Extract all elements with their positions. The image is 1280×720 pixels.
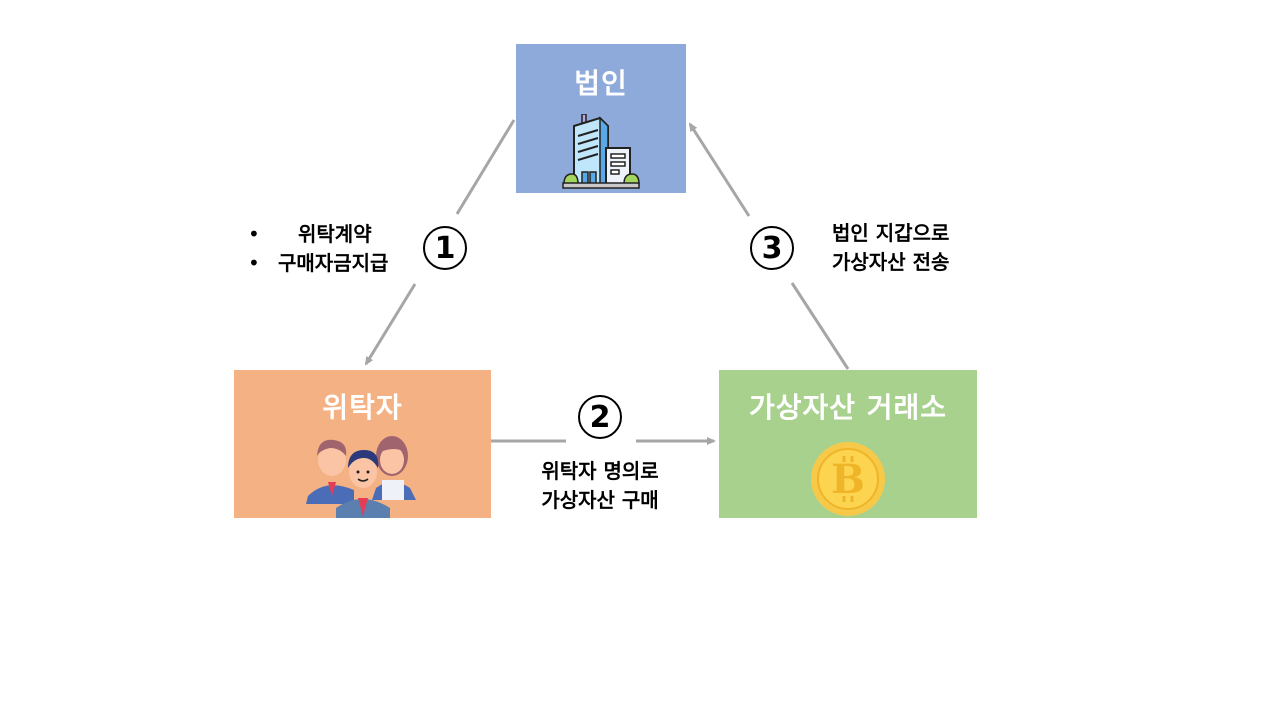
- step-1-line-2: 구매자금지급: [278, 251, 389, 275]
- step-3-line-1: 법인 지갑으로: [832, 221, 950, 245]
- arrow-1-upper-segment: [455, 119, 516, 215]
- step-2-number: 2: [589, 399, 611, 435]
- arrow-1-lower-segment: [364, 283, 417, 366]
- step-2-line-2: 가상자산 구매: [541, 488, 659, 512]
- step-3-label: 법인 지갑으로 가상자산 전송: [832, 219, 949, 277]
- node-corporation-title: 법인: [574, 67, 628, 100]
- step-3-line-2: 가상자산 전송: [832, 250, 950, 274]
- step-1-bullet: 위탁계약: [248, 220, 388, 249]
- bitcoin-coin-icon: B: [811, 442, 885, 516]
- step-1-number: 1: [434, 230, 456, 266]
- node-exchange-title: 가상자산 거래소: [748, 391, 948, 424]
- node-trustor: 위탁자: [234, 370, 491, 518]
- step-3-marker: 3: [750, 226, 794, 270]
- office-building-icon: [562, 114, 640, 189]
- step-1-marker: 1: [423, 226, 467, 270]
- node-exchange: 가상자산 거래소 B: [719, 370, 977, 518]
- node-trustor-title: 위탁자: [322, 391, 403, 424]
- arrow-3-lower-segment: [790, 282, 850, 370]
- step-1-line-1: 위탁계약: [298, 222, 372, 246]
- step-1-bullet: 구매자금지급: [248, 249, 389, 278]
- svg-text:B: B: [831, 456, 865, 503]
- step-2-label: 위탁자 명의로 가상자산 구매: [520, 457, 680, 515]
- step-2-line-1: 위탁자 명의로: [541, 459, 659, 483]
- step-2-marker: 2: [578, 395, 622, 439]
- step-1-label: 위탁계약 구매자금지급: [248, 220, 389, 278]
- people-group-icon: [306, 436, 416, 518]
- node-corporation: 법인: [516, 44, 686, 193]
- step-3-number: 3: [761, 230, 783, 266]
- arrow-3-upper-segment: [688, 122, 751, 217]
